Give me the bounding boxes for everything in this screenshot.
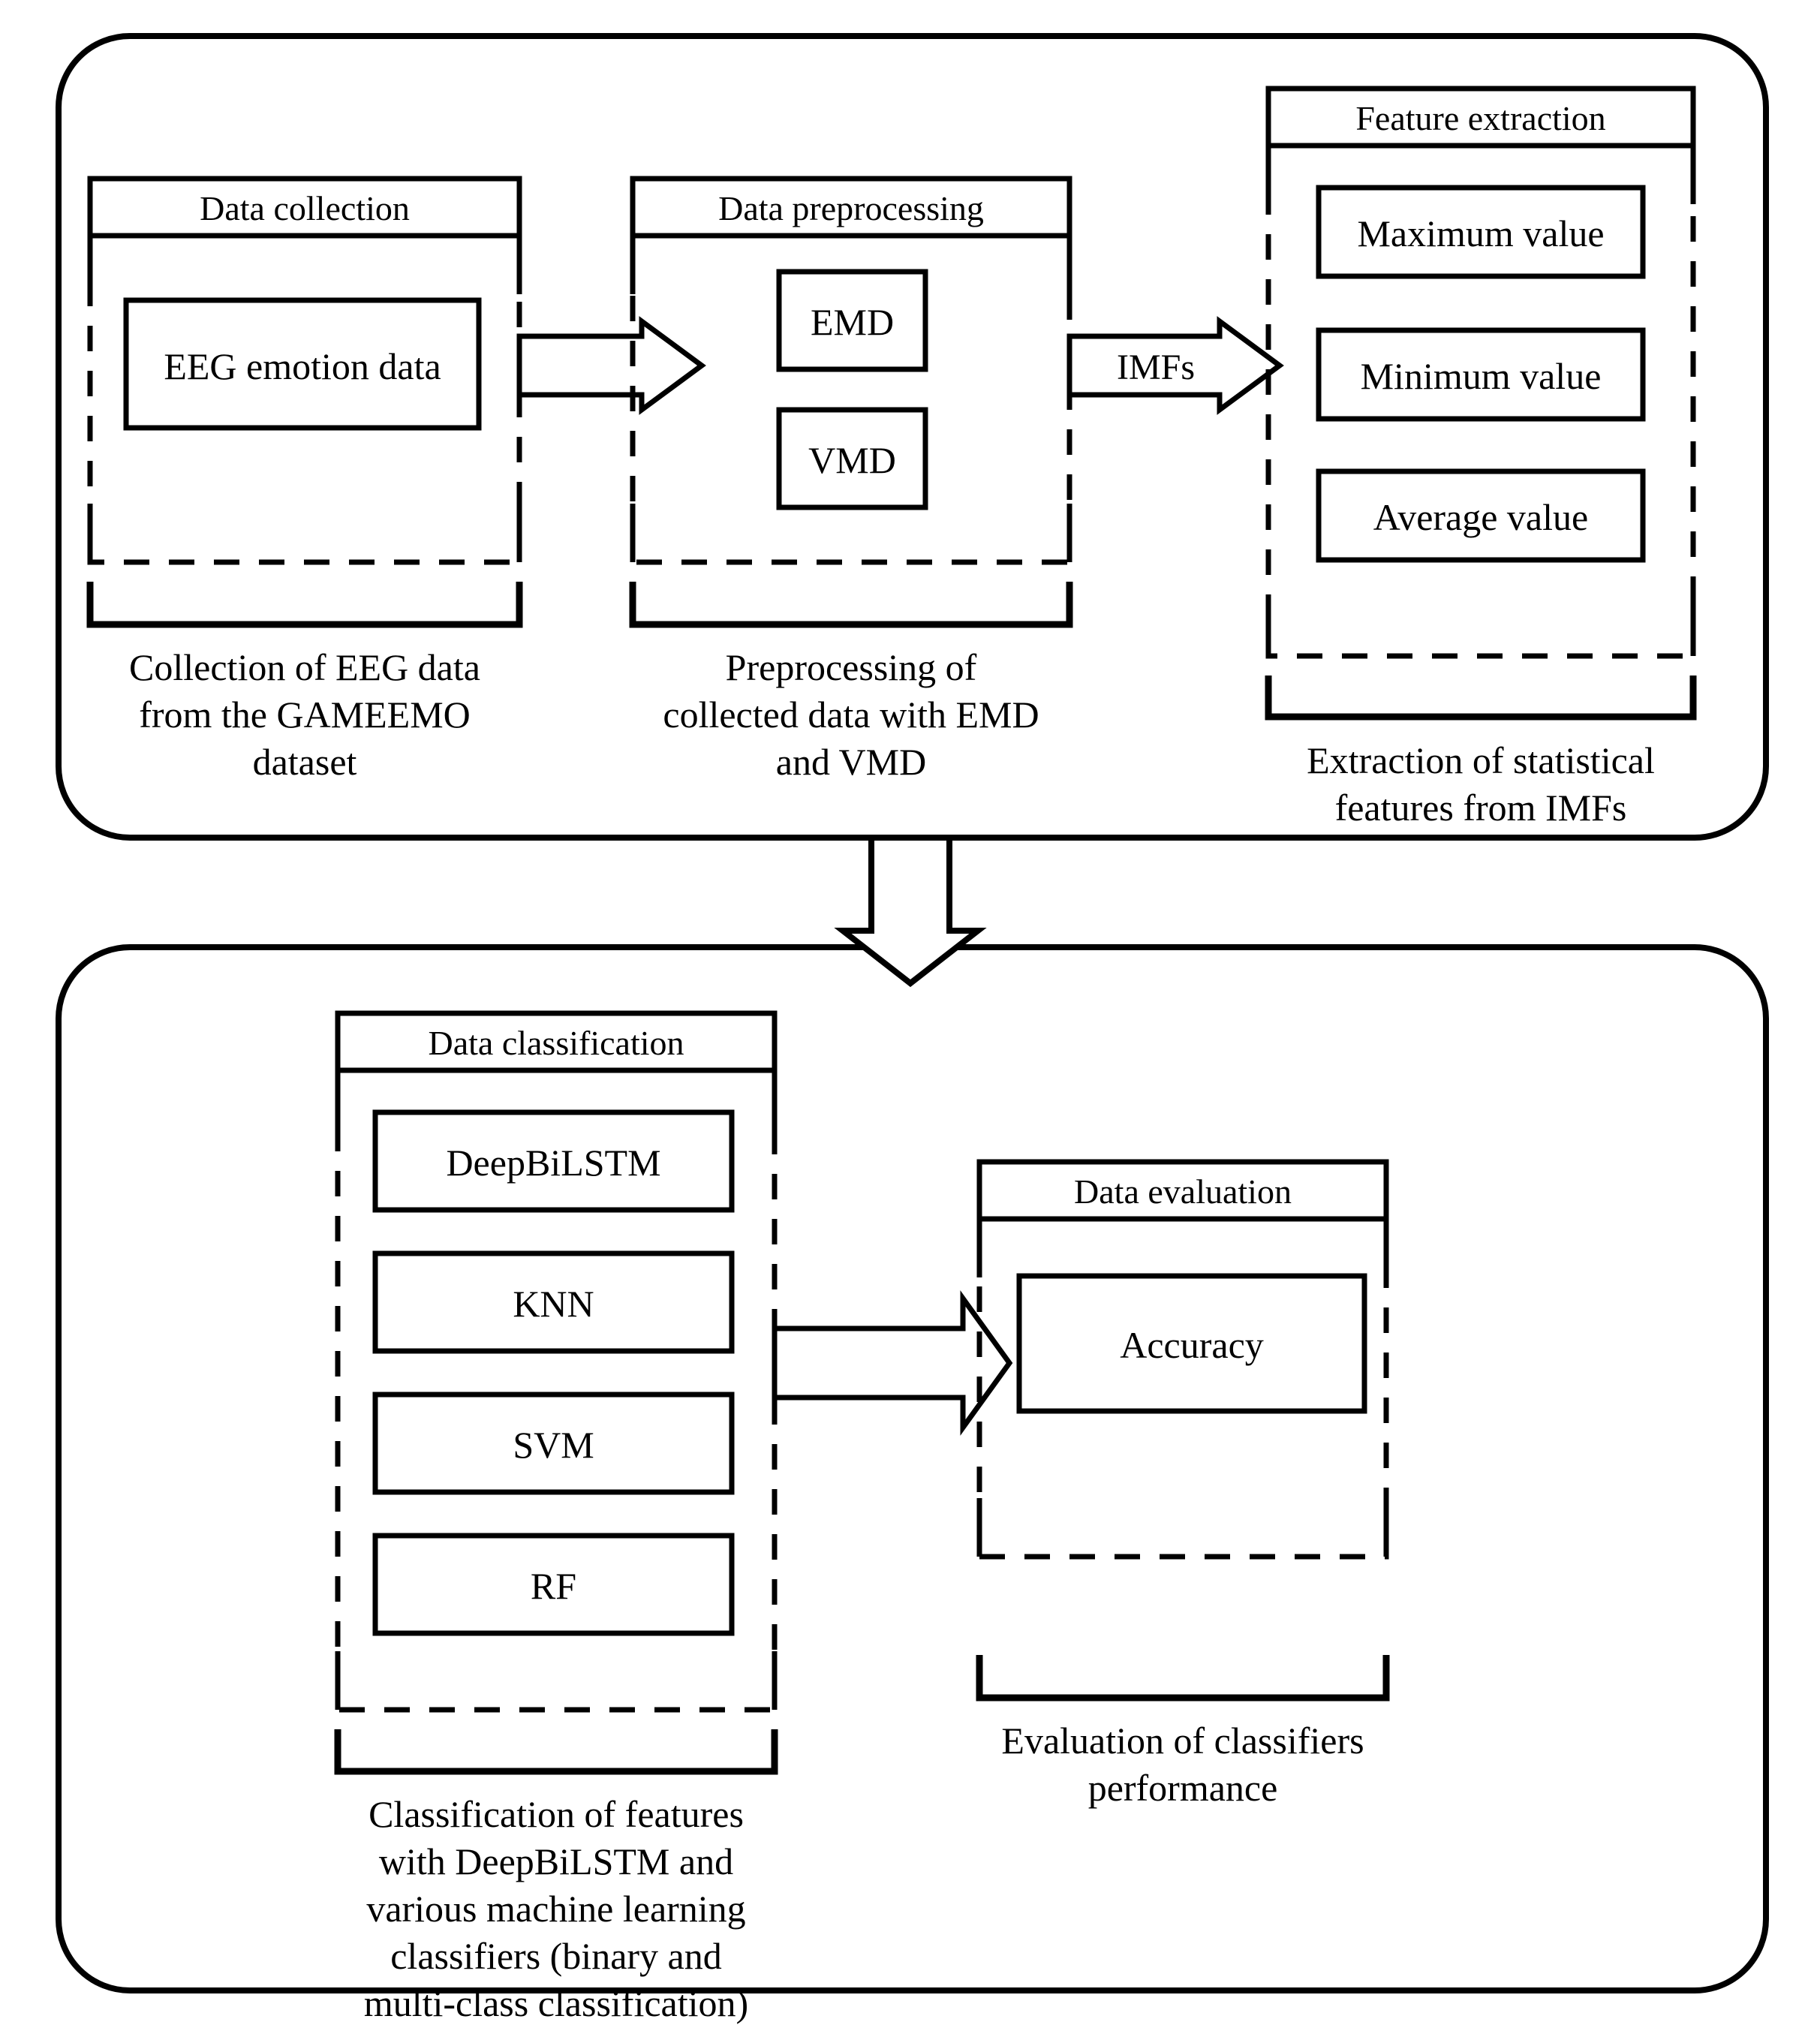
data-preprocessing-body-corner-stubs [630,236,1072,562]
knn-label: KNN [513,1283,594,1325]
eeg-emotion-data-label: EEG emotion data [164,345,441,387]
deepbilstm-label: DeepBiLSTM [446,1142,661,1184]
vmd-label: VMD [808,439,896,481]
feature-extraction-bracket [1265,676,1697,721]
data-collection-caption: Collection of EEG data from the GAMEEMO … [129,646,480,783]
feature-extraction-header-label: Feature extraction [1355,99,1606,137]
data-evaluation-body-box [976,1216,1389,1560]
data-preprocessing-body-box [630,233,1072,565]
data-classification-bracket [334,1729,778,1775]
arrow-collection-to-preprocessing [516,316,706,415]
arrow-classification-to-evaluation [772,1290,1013,1436]
data-collection-header-label: Data collection [200,189,410,227]
average-value-label: Average value [1373,496,1589,538]
feature-extraction-caption: Extraction of statistical features from … [1307,739,1655,829]
emd-label: EMD [810,301,895,343]
data-evaluation-body-corner-stubs [976,1219,1389,1557]
data-evaluation-caption: Evaluation of classifiers performance [1001,1720,1364,1809]
imfs-edge-label: IMFs [1116,348,1196,387]
arrow-top-to-bottom [834,835,987,988]
data-preprocessing-bracket [629,582,1073,628]
data-collection-body-corner-stubs [87,236,522,562]
data-classification-header-label: Data classification [428,1024,684,1062]
rf-label: RF [530,1565,577,1607]
data-preprocessing-caption: Preprocessing of collected data with EMD… [663,646,1039,783]
data-collection-body-box [87,233,522,565]
maximum-value-label: Maximum value [1357,212,1605,254]
data-classification-caption: Classification of features with DeepBiLS… [363,1793,749,2024]
accuracy-label: Accuracy [1120,1324,1264,1366]
data-preprocessing-header-label: Data preprocessing [718,189,984,227]
data-evaluation-bracket [976,1655,1390,1702]
data-evaluation-header-label: Data evaluation [1074,1172,1292,1211]
data-collection-bracket [86,582,523,628]
minimum-value-label: Minimum value [1360,355,1602,397]
svm-label: SVM [513,1424,594,1466]
